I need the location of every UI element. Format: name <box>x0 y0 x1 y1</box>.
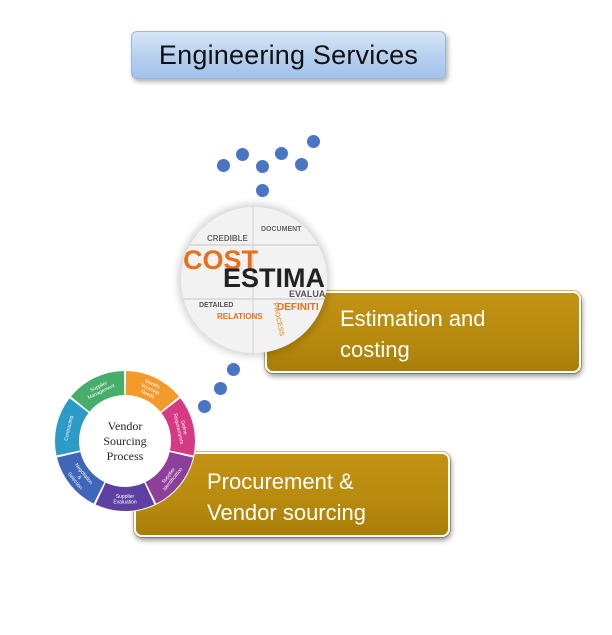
service-label: costing <box>340 337 410 362</box>
wheel-segment <box>55 398 89 456</box>
estimate-word: DEFINITI <box>277 302 319 313</box>
wheel-segment <box>70 371 125 412</box>
connector-dot <box>236 148 249 161</box>
estimate-word: EVALUA <box>289 289 326 299</box>
connector-dot <box>198 400 211 413</box>
cost-estimate-image: CREDIBLE DOCUMENT COST ESTIMA EVALUA DEF… <box>181 207 327 353</box>
wheel-segment <box>145 451 193 504</box>
connector-dot <box>275 147 288 160</box>
estimate-word: RELATIONS <box>217 312 263 321</box>
connector-dot <box>307 135 320 148</box>
connector-dot <box>256 160 269 173</box>
estimate-word: DETAILED <box>199 302 233 309</box>
wheel-segment <box>57 451 105 504</box>
estimate-word: ESTIMA <box>223 263 325 293</box>
service-label: Estimation and <box>340 306 486 331</box>
page-title: Engineering Services <box>131 31 446 79</box>
connector-dot <box>217 159 230 172</box>
estimate-word: DOCUMENT <box>261 226 302 233</box>
service-box-estimation[interactable]: Estimation and costing <box>265 291 581 373</box>
estimate-word: COST <box>183 245 259 275</box>
connector-dot <box>227 363 240 376</box>
wheel-segment <box>95 482 155 511</box>
estimate-word: CREDIBLE <box>207 234 249 243</box>
connector-dot <box>214 382 227 395</box>
wheel-center <box>80 396 170 486</box>
service-label: Vendor sourcing <box>207 500 366 525</box>
wheel-segment <box>161 398 195 456</box>
connector-dot <box>295 158 308 171</box>
wheel-segment <box>125 371 180 412</box>
connector-dot <box>256 184 269 197</box>
service-label: Procurement & <box>207 469 354 494</box>
wheel-segment-label: Contracting <box>63 415 75 441</box>
